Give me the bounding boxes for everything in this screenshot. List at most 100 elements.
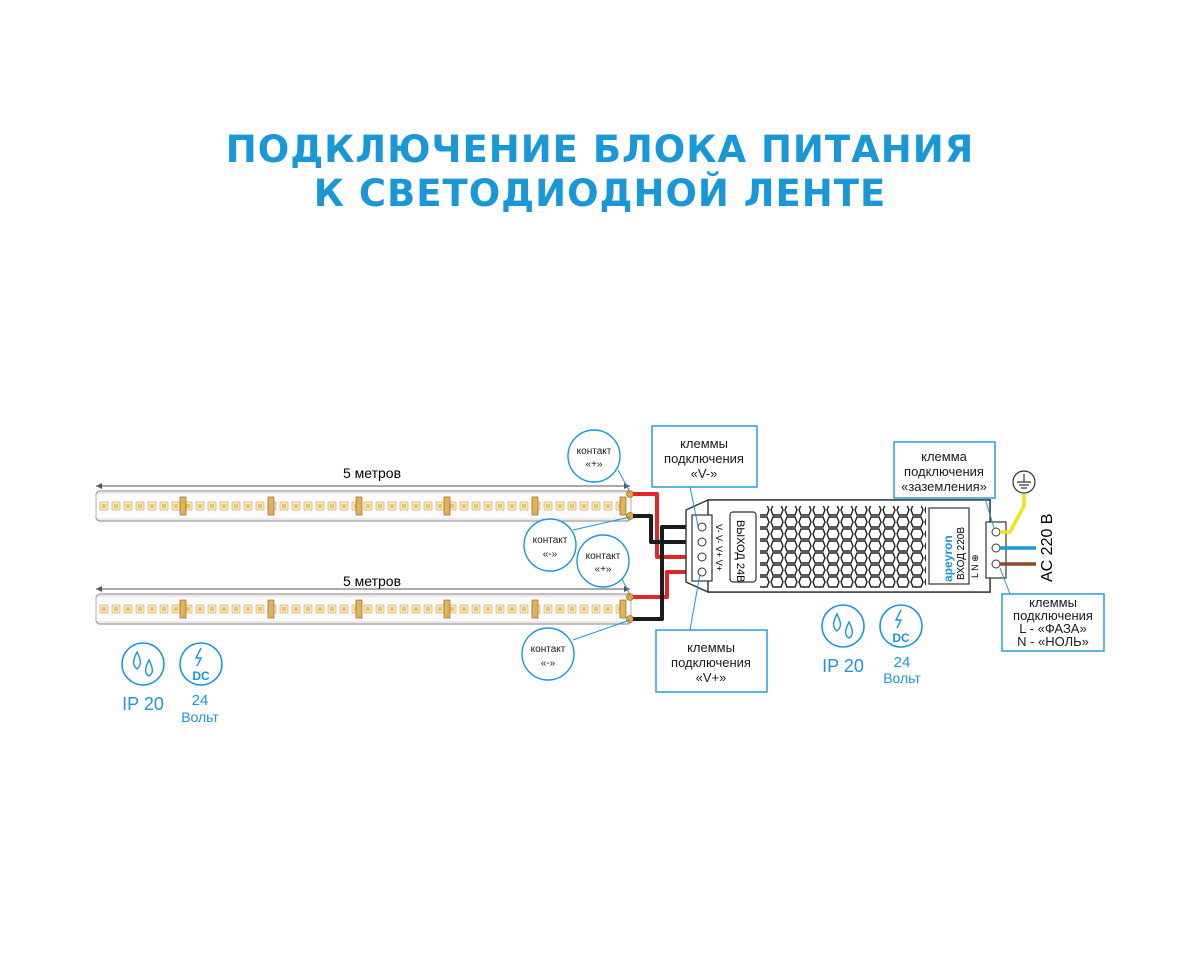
svg-text:подключения: подключения <box>671 655 751 670</box>
svg-text:подключения: подключения <box>904 464 984 479</box>
led-chip-core <box>342 607 346 611</box>
led-chip-core <box>234 504 238 508</box>
contact-minus-bottom-bubble <box>521 627 575 681</box>
led-chip-core <box>498 607 502 611</box>
strip-2-minus-pad <box>626 615 634 623</box>
strip-2-length-label: 5 метров <box>343 573 401 589</box>
cut-pad <box>443 599 451 619</box>
psu-input-terminal-labels: L N ⊕ <box>970 554 980 578</box>
led-chip-core <box>258 607 262 611</box>
svg-text:клемма: клемма <box>921 449 968 464</box>
strip-ip-rating: IP 20 <box>122 694 164 714</box>
strip-1-length-label: 5 метров <box>343 465 401 481</box>
led-chip-core <box>222 607 226 611</box>
led-chip-core <box>330 504 334 508</box>
led-chip-core <box>498 504 502 508</box>
psu-output-label-plate <box>729 511 757 583</box>
led-chip-core <box>390 504 394 508</box>
ip-water-drop-icon <box>121 642 165 686</box>
led-chip-core <box>126 504 130 508</box>
led-chip-core <box>150 607 154 611</box>
psu-voltage: 24 <box>894 654 911 671</box>
led-chip-core <box>294 607 298 611</box>
svg-text:DC: DC <box>892 631 910 645</box>
ground-symbol-icon <box>1012 470 1036 494</box>
led-chip-core <box>318 607 322 611</box>
svg-text:контакт: контакт <box>577 446 612 457</box>
led-chip-core <box>174 504 178 508</box>
led-chip-core <box>402 607 406 611</box>
led-chip-core <box>210 504 214 508</box>
led-chip-core <box>186 504 190 508</box>
led-chip-core <box>414 607 418 611</box>
led-chip-core <box>486 607 490 611</box>
led-chip-core <box>486 504 490 508</box>
led-chip-core <box>390 607 394 611</box>
led-chip-core <box>378 504 382 508</box>
led-chip-core <box>246 607 250 611</box>
led-chip-core <box>282 504 286 508</box>
contact-callouts: контакт «+» контакт «-» контакт «+» конт… <box>521 429 631 681</box>
page-title-line-1: ПОДКЛЮЧЕНИЕ БЛОКА ПИТАНИЯ <box>225 128 975 171</box>
led-chip-core <box>174 607 178 611</box>
power-supply-unit: V- V- V+ V+ ВЫХОД 24В apeyron ВХОД 220В … <box>685 499 1007 593</box>
cut-pad <box>179 599 187 619</box>
cut-pad <box>531 599 539 619</box>
svg-text:L - «ФАЗА»: L - «ФАЗА» <box>1019 621 1086 636</box>
strip-voltage: 24 <box>192 692 209 709</box>
cut-pad <box>355 599 363 619</box>
led-chip-core <box>198 607 202 611</box>
psu-output-terminal-block <box>691 514 713 582</box>
svg-text:«-»: «-» <box>541 658 556 669</box>
led-chip-core <box>582 607 586 611</box>
wire-strip2-plus <box>633 570 697 599</box>
led-chip-core <box>258 504 262 508</box>
led-chip-core <box>366 504 370 508</box>
psu-ip-rating: IP 20 <box>822 656 864 676</box>
led-chip-core <box>330 607 334 611</box>
svg-text:клеммы: клеммы <box>687 640 735 655</box>
led-chip-core <box>234 607 238 611</box>
led-chip-core <box>414 504 418 508</box>
cut-pad <box>619 496 627 516</box>
psu-input-label: ВХОД 220В <box>956 527 967 580</box>
ac-voltage-label: AC 220 В <box>1039 514 1056 582</box>
led-chip-core <box>198 504 202 508</box>
strip-spec-icons: IP 20 DC 24 Вольт <box>121 642 223 725</box>
svg-text:«заземления»: «заземления» <box>901 479 987 494</box>
led-chip-core <box>522 504 526 508</box>
led-chip-core <box>162 607 166 611</box>
led-strip-1 <box>95 483 634 522</box>
svg-text:подключения: подключения <box>664 451 744 466</box>
led-chip-core <box>558 504 562 508</box>
led-chip-core <box>510 607 514 611</box>
led-chip-core <box>378 607 382 611</box>
led-chip-core <box>366 607 370 611</box>
led-strip-2 <box>95 586 634 625</box>
page-title-line-2: К СВЕТОДИОДНОЙ ЛЕНТЕ <box>313 172 887 215</box>
led-chip-core <box>342 504 346 508</box>
psu-dc-lightning-icon <box>879 604 923 648</box>
cut-pad <box>443 496 451 516</box>
dc-wires <box>633 492 697 621</box>
led-chip-core <box>114 504 118 508</box>
led-chip-core <box>438 504 442 508</box>
strip-2-leds <box>99 599 627 619</box>
svg-text:DC: DC <box>192 669 210 683</box>
contact-plus-top-bubble <box>567 429 621 483</box>
led-chip-core <box>126 607 130 611</box>
led-chip-core <box>594 504 598 508</box>
contact-minus-top-bubble <box>523 518 577 572</box>
psu-brand-plate <box>928 507 970 585</box>
callout-v-plus: клеммы подключения «V+» <box>655 573 768 693</box>
led-chip-core <box>546 607 550 611</box>
led-chip-core <box>318 504 322 508</box>
wire-ground <box>1000 494 1026 534</box>
cut-pad <box>267 496 275 516</box>
led-chip-core <box>450 607 454 611</box>
cut-pad <box>531 496 539 516</box>
led-chip-core <box>474 607 478 611</box>
svg-text:«+»: «+» <box>595 564 612 575</box>
svg-text:«+»: «+» <box>586 459 603 470</box>
led-chip-core <box>426 607 430 611</box>
